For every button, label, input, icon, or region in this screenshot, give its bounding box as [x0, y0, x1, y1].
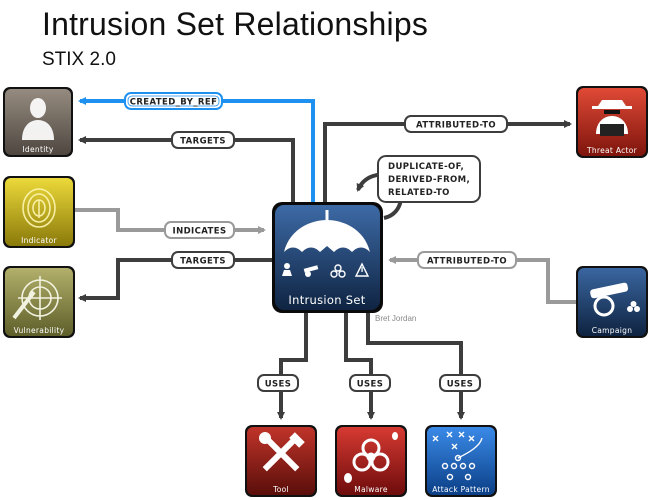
edge-uses-attack-pattern — [366, 312, 465, 420]
label-self-line3: RELATED-TO — [388, 188, 450, 198]
wrench-hammer-icon — [259, 432, 305, 472]
node-vulnerability[interactable]: Vulnerability — [3, 266, 75, 338]
node-indicator[interactable]: Indicator — [3, 176, 75, 248]
node-malware-label: Malware — [354, 485, 388, 494]
edge-uses-tool — [277, 312, 308, 420]
node-attack-pattern-label: Attack Pattern — [432, 485, 490, 494]
target-icon — [12, 276, 62, 320]
label-created-by-ref: CREATED_BY_REF — [124, 92, 223, 110]
label-self-relationships: DUPLICATE-OF, DERIVED-FROM, RELATED-TO — [377, 155, 481, 203]
node-attack-pattern[interactable]: Attack Pattern — [425, 425, 497, 497]
node-vulnerability-label: Vulnerability — [14, 326, 65, 335]
node-identity[interactable]: Identity — [3, 87, 73, 157]
cannon-icon — [590, 282, 640, 317]
biohazard-mini-icon — [330, 264, 346, 278]
node-tool-label: Tool — [272, 485, 289, 494]
node-threat-actor-label: Threat Actor — [586, 146, 638, 155]
label-uses-tool-text: USES — [265, 380, 292, 390]
node-indicator-label: Indicator — [21, 236, 57, 245]
edge-created-by-ref — [78, 97, 315, 203]
fingerprint-icon — [22, 188, 56, 228]
node-identity-label: Identity — [22, 145, 53, 154]
label-uses-malware-text: USES — [357, 380, 384, 390]
diagram-subtitle: STIX 2.0 — [42, 49, 116, 70]
playbook-icon — [432, 431, 483, 481]
node-threat-actor[interactable]: Threat Actor — [576, 86, 648, 158]
label-indicates-text: INDICATES — [173, 227, 227, 237]
author-credit: Bret Jordan — [375, 314, 417, 323]
biohazard-icon — [352, 438, 390, 472]
diagram-title: Intrusion Set Relationships — [42, 6, 429, 42]
label-self-line2: DERIVED-FROM, — [388, 175, 470, 185]
label-targets-vulnerability-text: TARGETS — [180, 257, 226, 267]
node-campaign-label: Campaign — [592, 326, 633, 335]
label-self-line1: DUPLICATE-OF, — [388, 162, 464, 172]
umbrella-icon — [284, 210, 370, 252]
node-intrusion-set-label: Intrusion Set — [288, 293, 365, 307]
label-attributed-to-threat-actor-text: ATTRIBUTED-TO — [416, 121, 496, 131]
cannon-mini-icon — [303, 265, 319, 277]
label-targets-identity-text: TARGETS — [180, 137, 226, 147]
label-attributed-to-threat-actor: ATTRIBUTED-TO — [404, 115, 508, 133]
warning-mini-icon — [354, 262, 370, 277]
node-campaign[interactable]: Campaign — [576, 266, 648, 338]
person-icon — [22, 98, 54, 140]
label-targets-vulnerability: TARGETS — [171, 251, 235, 269]
edge-targets-identity — [78, 136, 295, 203]
label-uses-attack-pattern-text: USES — [447, 380, 474, 390]
label-uses-tool: USES — [257, 374, 299, 392]
label-attributed-to-campaign: ATTRIBUTED-TO — [417, 251, 517, 269]
node-intrusion-set[interactable]: Intrusion Set — [272, 202, 383, 313]
threat-actor-mini-icon — [282, 263, 292, 276]
label-uses-attack-pattern: USES — [439, 374, 481, 392]
label-created-by-ref-text: CREATED_BY_REF — [130, 98, 218, 108]
label-targets-identity: TARGETS — [171, 131, 235, 149]
node-malware[interactable]: Malware — [335, 425, 407, 497]
label-attributed-to-campaign-text: ATTRIBUTED-TO — [427, 257, 507, 267]
bug-icon — [344, 432, 398, 483]
label-uses-malware: USES — [349, 374, 391, 392]
label-indicates: INDICATES — [164, 221, 235, 239]
node-tool[interactable]: Tool — [245, 425, 317, 497]
hacker-icon — [592, 100, 632, 136]
